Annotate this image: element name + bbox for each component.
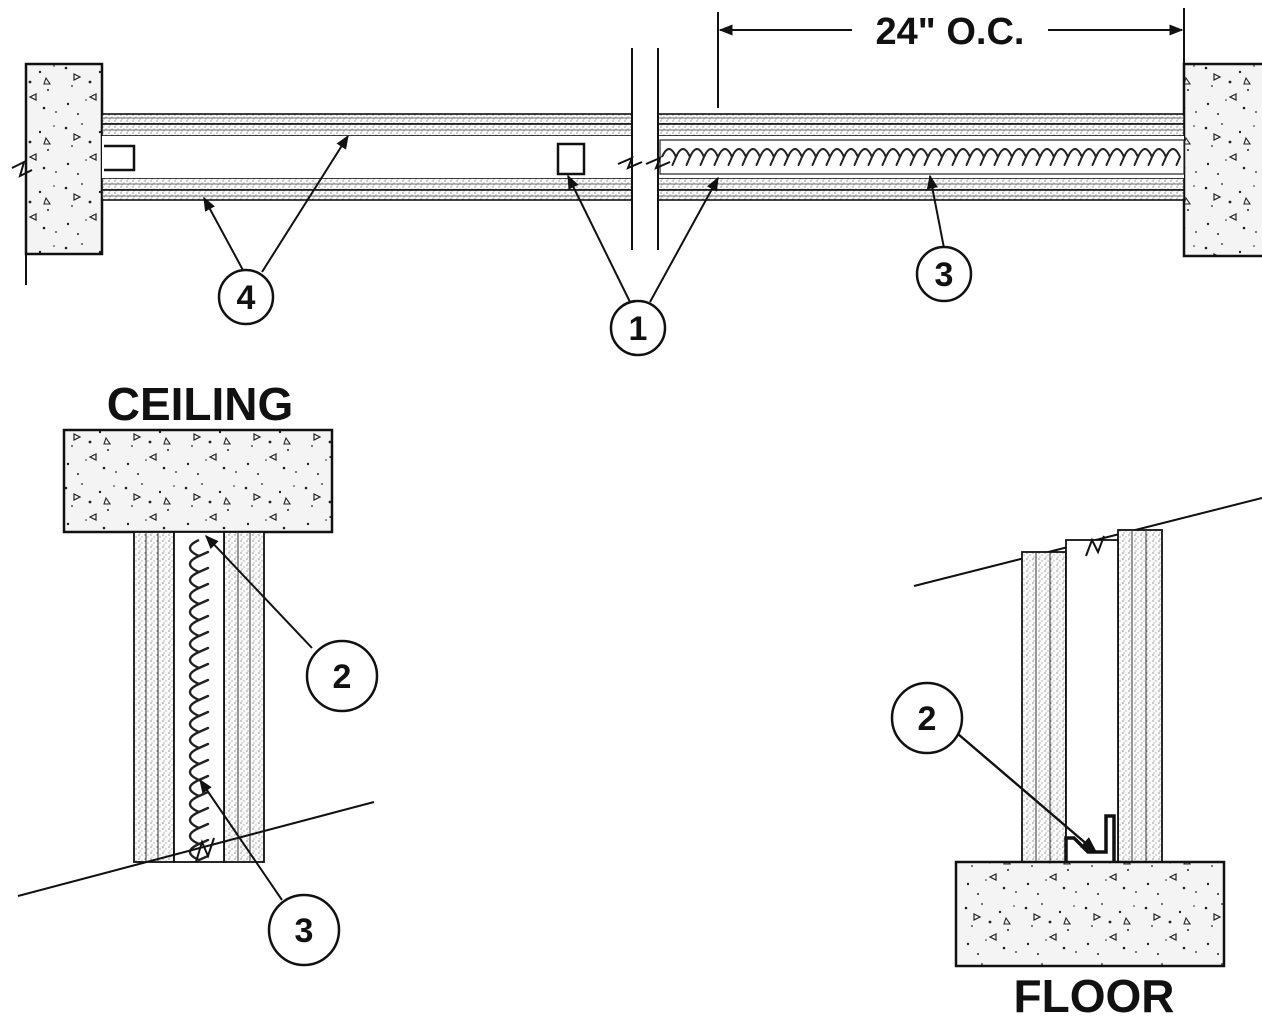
ceiling-slab — [62, 428, 334, 534]
callout-2-floor: 2 — [890, 681, 964, 755]
stud-center — [556, 142, 586, 176]
callout-3-plan: 3 — [915, 245, 973, 303]
ceiling-wall-section — [133, 531, 265, 863]
dimension-24-oc: 24" O.C. — [717, 8, 1185, 108]
leader-1b — [649, 176, 719, 303]
leader-2-ceiling — [205, 534, 313, 649]
leader-3-ceiling — [199, 778, 283, 901]
leader-4a — [203, 196, 245, 273]
leader-2-floor — [957, 733, 1098, 854]
leader-4b — [261, 134, 349, 273]
svg-text:3: 3 — [935, 256, 954, 294]
left-concrete-wall — [24, 62, 104, 256]
plan-view: 24" O.C. 4 1 3 — [11, 8, 1262, 357]
floor-section: FLOOR 2 — [890, 497, 1262, 1020]
leader-3-plan — [926, 174, 945, 249]
svg-text:3: 3 — [295, 912, 314, 950]
svg-text:1: 1 — [629, 310, 648, 348]
ceiling-section: CEILING 2 3 — [17, 378, 379, 967]
right-concrete-wall — [1182, 62, 1262, 258]
callout-4: 4 — [217, 268, 275, 326]
insulation-plan — [661, 148, 1182, 166]
stud-left-end — [104, 144, 136, 172]
floor-wall-section — [1021, 529, 1163, 863]
callout-2-ceiling: 2 — [305, 639, 379, 713]
svg-text:4: 4 — [237, 279, 256, 317]
left-break-mark — [11, 160, 33, 178]
ceiling-section-cut — [17, 801, 375, 897]
svg-text:2: 2 — [918, 700, 937, 738]
leader-1a — [567, 174, 631, 303]
dimension-label: 24" O.C. — [876, 11, 1025, 53]
floor-label: FLOOR — [1014, 970, 1175, 1020]
callout-1: 1 — [609, 299, 667, 357]
svg-text:2: 2 — [333, 658, 352, 696]
floor-slab — [954, 860, 1226, 968]
intersecting-wall — [617, 48, 671, 250]
ceiling-label: CEILING — [107, 378, 294, 430]
callout-3-ceiling: 3 — [267, 893, 341, 967]
